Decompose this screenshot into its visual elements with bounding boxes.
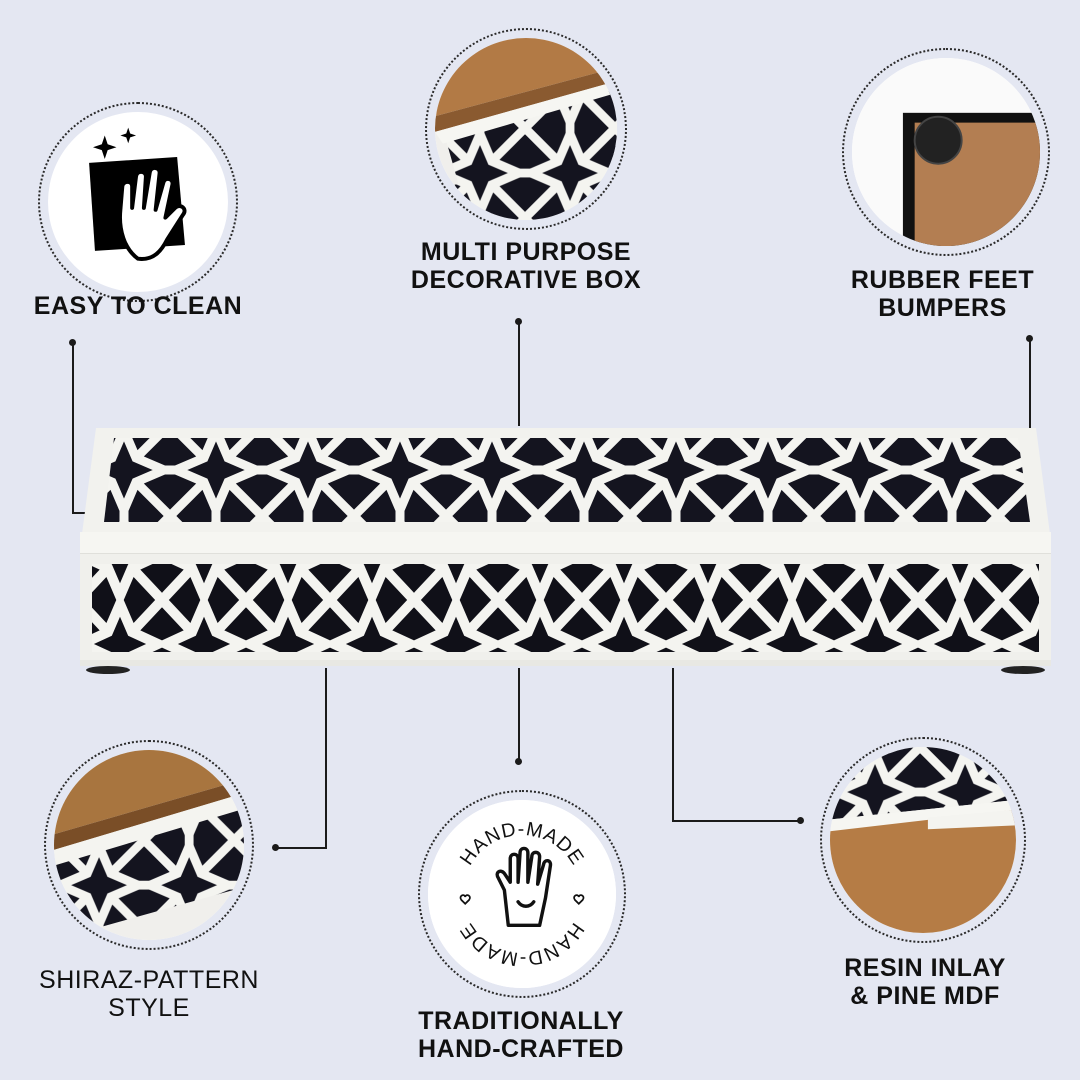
connector-easy-clean-v [72,343,74,513]
connector-shiraz-h [276,847,327,849]
connector-easy-clean-h [72,512,92,514]
connector-multi-purpose-v [518,322,520,426]
hand-wiping-cloth-icon [89,127,187,261]
box-interior-photo [435,38,617,220]
hand-made-badge: HAND-MADE HAND-MADE [428,800,616,988]
shiraz-pattern-photo [54,750,244,940]
connector-dot-multi-purpose [515,318,522,325]
connector-dot-rubber-feet [1026,335,1033,342]
shiraz-circle [44,740,254,950]
resin-label: RESIN INLAY & PINE MDF [810,954,1040,1010]
rubber-feet-line2: BUMPERS [878,294,1007,322]
rubber-feet-line1: RUBBER FEET [850,266,1035,294]
shiraz-label: SHIRAZ-PATTERN STYLE [18,966,280,1022]
shiraz-line2: STYLE [108,994,190,1022]
connector-rubber-feet-v [1029,339,1031,429]
connector-dot-handcrafted [515,758,522,765]
handcrafted-circle: HAND-MADE HAND-MADE [418,790,626,998]
rubber-feet-photo [852,58,1040,246]
connector-dot-shiraz [272,844,279,851]
multi-purpose-line2: DECORATIVE BOX [410,266,642,294]
resin-circle [820,737,1026,943]
connector-dot-resin [797,817,804,824]
shiraz-line1: SHIRAZ-PATTERN [39,966,259,994]
handcrafted-label: TRADITIONALLY HAND-CRAFTED [386,1007,656,1063]
resin-line1: RESIN INLAY [844,954,1006,982]
handcrafted-line2: HAND-CRAFTED [418,1035,624,1063]
multi-purpose-line1: MULTI PURPOSE [420,238,632,266]
raised-hand-icon [495,846,553,928]
multi-purpose-circle [425,28,627,230]
connector-dot-easy-clean [69,339,76,346]
handcrafted-line1: TRADITIONALLY [418,1007,624,1035]
rubber-feet-label: RUBBER FEET BUMPERS [830,266,1055,322]
resin-line2: & PINE MDF [850,982,1000,1010]
decorative-box-image [78,424,1053,674]
easy-clean-label: EASY TO CLEAN [33,292,243,320]
connector-handcrafted-v [518,668,520,760]
connector-resin-h [672,820,800,822]
connector-resin-v [672,668,674,821]
easy-clean-circle [38,102,238,302]
multi-purpose-label: MULTI PURPOSE DECORATIVE BOX [386,238,666,294]
connector-shiraz-v [325,668,327,848]
rubber-feet-circle [842,48,1050,256]
resin-mdf-photo [830,747,1016,933]
